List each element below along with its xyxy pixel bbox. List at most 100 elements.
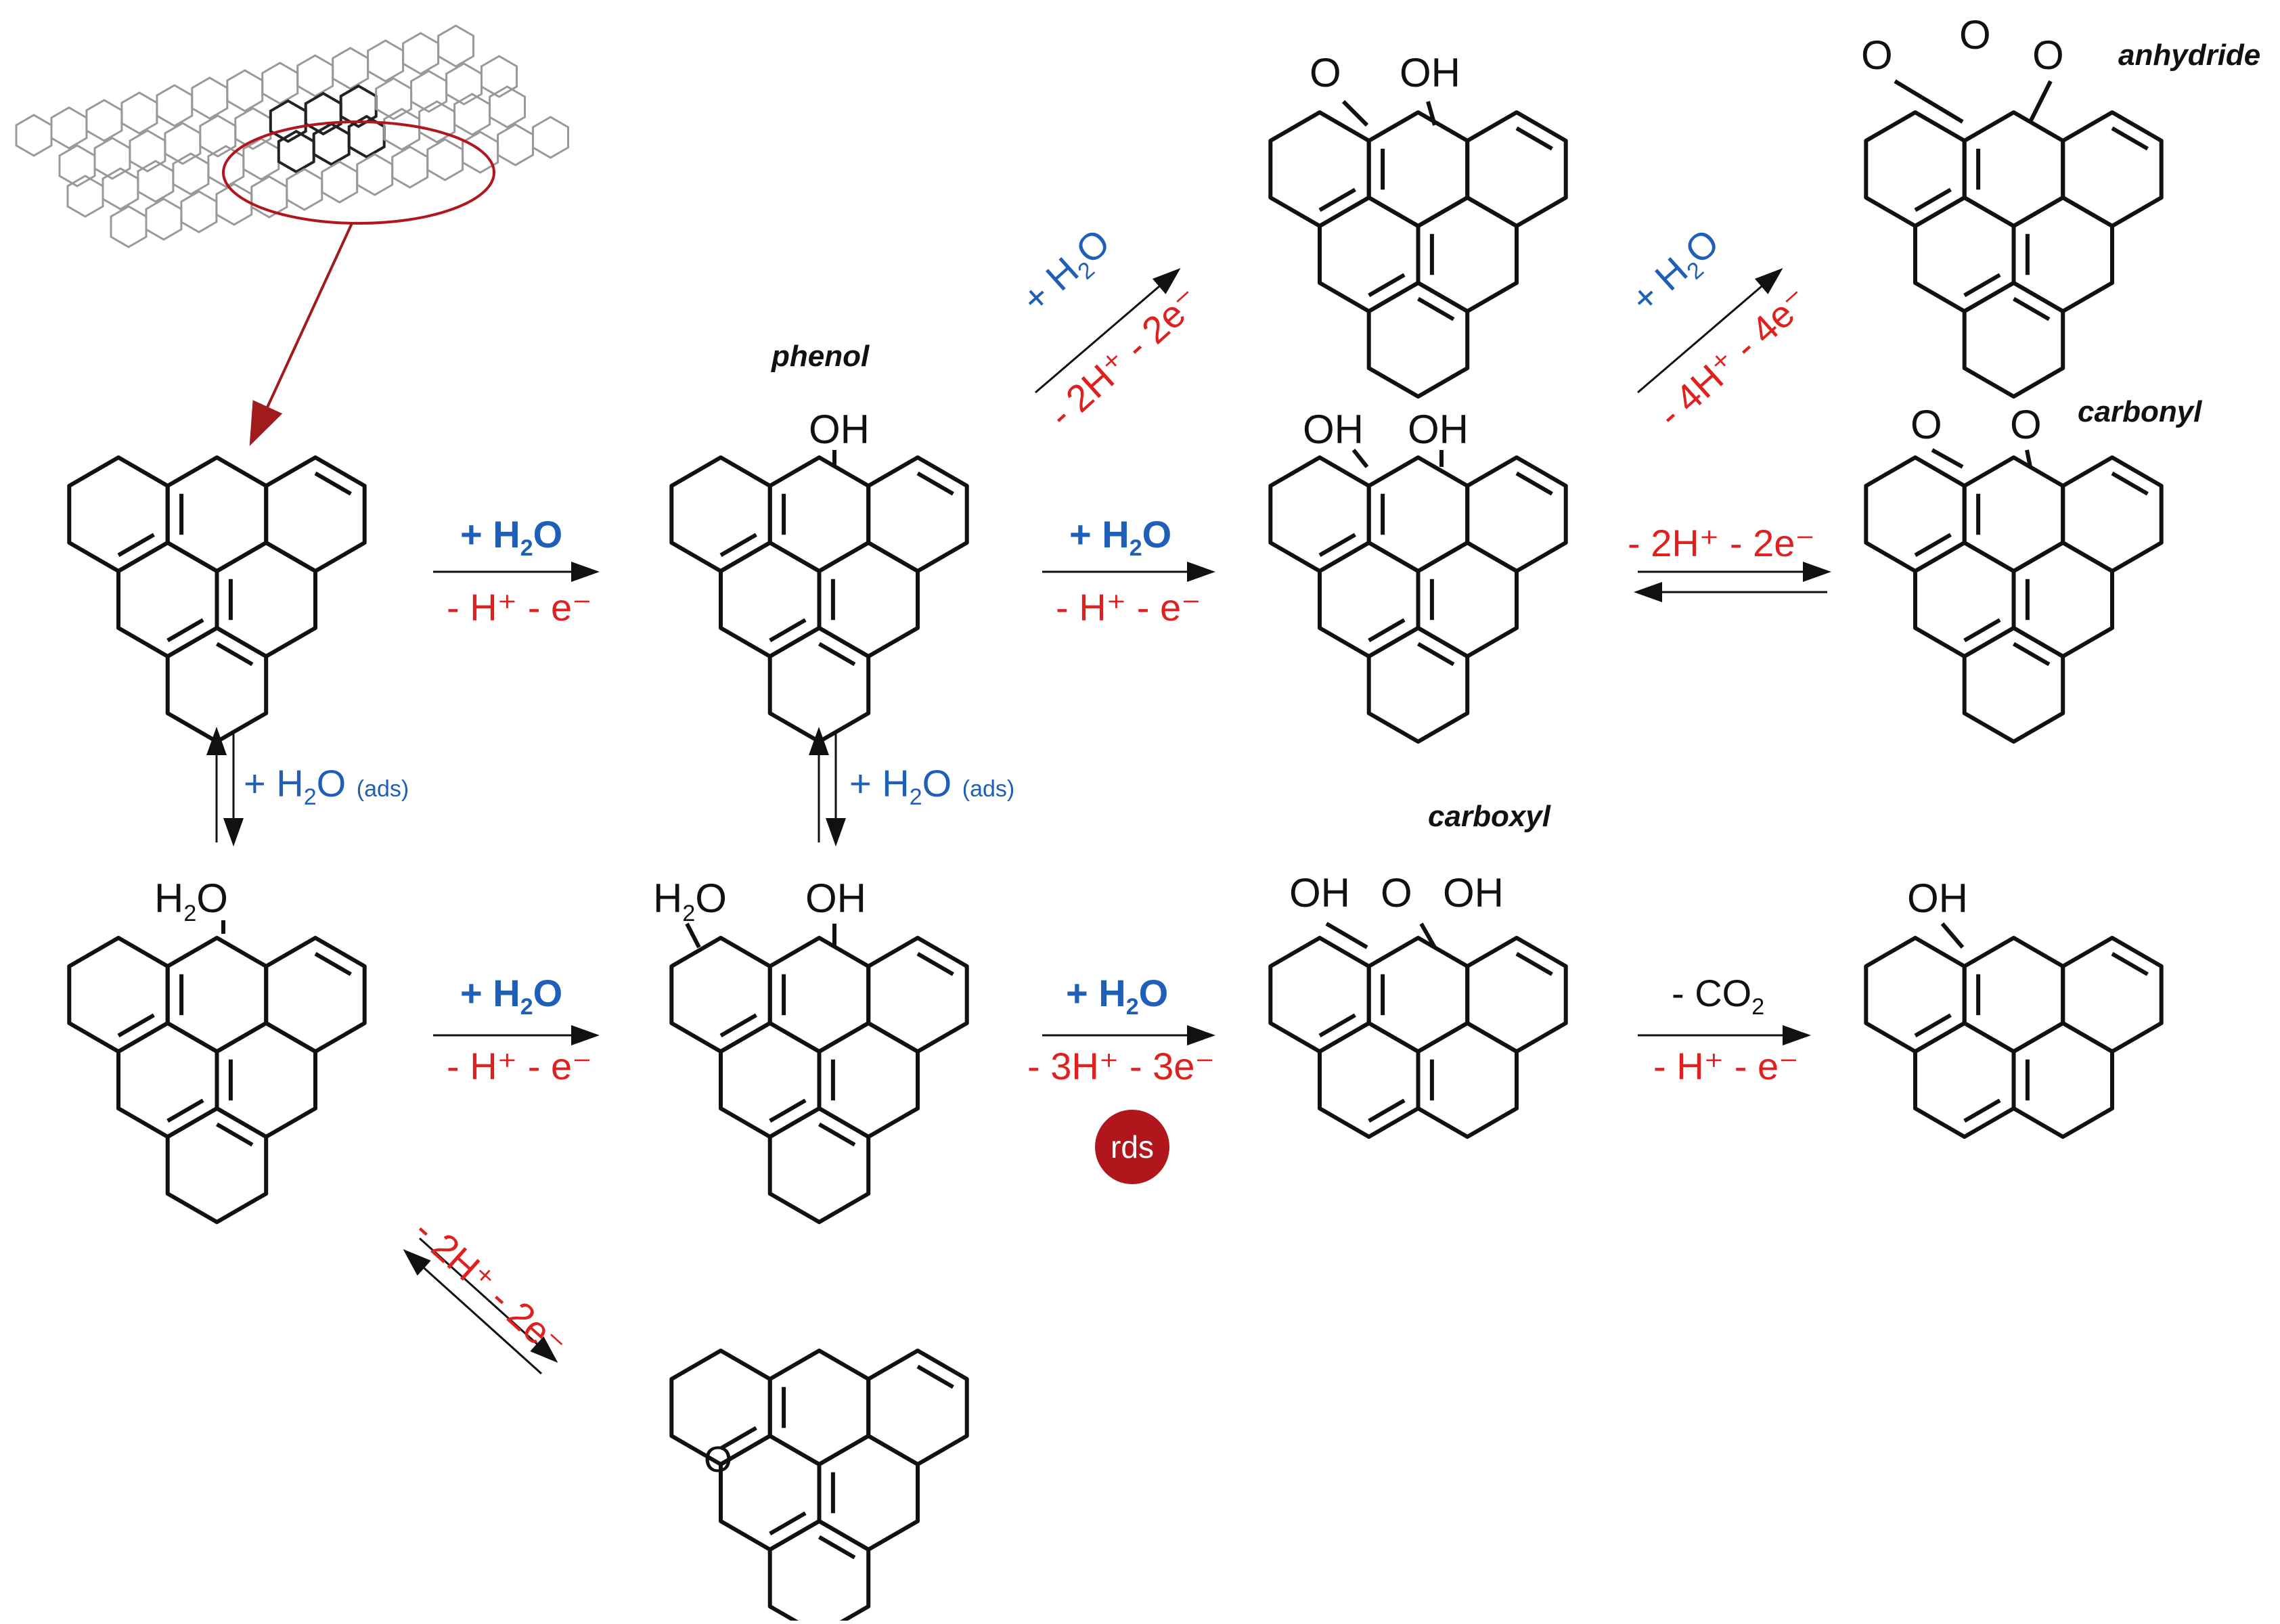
molecule-anhydride bbox=[1864, 110, 2164, 399]
molecule-graphene-fragment-double-bond-0 bbox=[117, 533, 155, 558]
graphene-sheet bbox=[15, 24, 569, 248]
rds-badge: rds bbox=[1095, 1110, 1169, 1184]
molecule-decarboxylated bbox=[1864, 936, 2164, 1139]
molecule-carbonyl-double-bond-5 bbox=[2012, 641, 2051, 667]
substituent-bond-10 bbox=[685, 922, 701, 949]
sheet-cell-3-11 bbox=[497, 123, 534, 166]
molecule-phenol-double-bond-0 bbox=[719, 533, 757, 558]
sheet-cell-3-5 bbox=[286, 168, 323, 211]
epoxide-o: O bbox=[704, 1439, 733, 1480]
molecule-graphene-fragment bbox=[67, 455, 367, 744]
phenol-label: phenol bbox=[772, 340, 870, 373]
molecule-carboxyl-ring-4 bbox=[1416, 1021, 1519, 1139]
step3-loss: - H⁺ - e⁻ bbox=[447, 1045, 592, 1087]
sheet-cell-3-6 bbox=[321, 160, 359, 204]
molecule-diol-ring-5 bbox=[1366, 626, 1470, 744]
molecule-carbonyl bbox=[1864, 455, 2164, 744]
molecule-adsorbed-double-bond-0 bbox=[117, 1013, 155, 1038]
anhydride-o-right: O bbox=[2032, 32, 2064, 78]
substituent-bond-8 bbox=[2028, 80, 2053, 123]
sheet-cell-3-8 bbox=[391, 145, 429, 189]
sheet-cell-0-0 bbox=[15, 114, 53, 157]
sheet-cell-0-2 bbox=[85, 99, 123, 142]
molecule-diol bbox=[1268, 455, 1568, 744]
molecule-carboxyl-double-bond-3 bbox=[1368, 1098, 1406, 1123]
molecule-adsorbed-double-bond-3 bbox=[166, 1098, 204, 1123]
molecule-carbonyl-double-bond-0 bbox=[1914, 533, 1952, 558]
carboxyl-label: carboxyl bbox=[1428, 800, 1550, 833]
molecule-hydroxy-adsorbed-double-bond-0 bbox=[719, 1013, 757, 1038]
molecule-phenol-double-bond-5 bbox=[818, 641, 856, 667]
zoom-arrow bbox=[249, 223, 353, 447]
anhydride-label: anhydride bbox=[2118, 39, 2261, 72]
sheet-cell-3-12 bbox=[532, 116, 569, 159]
sheet-cell-0-9 bbox=[332, 47, 370, 90]
hydroxy-oh: OH bbox=[805, 876, 866, 921]
molecule-adsorbed-ring-5 bbox=[165, 1106, 269, 1224]
molecule-diol-double-bond-2 bbox=[1515, 471, 1553, 496]
substituent-bond-5 bbox=[1341, 99, 1369, 127]
sheet-cell-0-4 bbox=[156, 84, 194, 127]
molecule-hydroxy-adsorbed-ring-5 bbox=[767, 1106, 871, 1224]
molecule-hydroxy-adsorbed-double-bond-2 bbox=[916, 951, 954, 976]
adsorbed-h2o: H2O bbox=[154, 876, 228, 926]
molecule-decarboxylated-ring-4 bbox=[2011, 1021, 2114, 1139]
molecule-quinol-double-bond-2 bbox=[1515, 126, 1553, 151]
step4-add-water: + H2O bbox=[1066, 972, 1169, 1020]
quinol-oh: OH bbox=[1400, 50, 1460, 95]
molecule-quinol-ring-5 bbox=[1366, 281, 1470, 399]
molecule-decarboxylated-double-bond-3 bbox=[1963, 1098, 2001, 1123]
molecule-adsorbed bbox=[67, 936, 367, 1224]
sheet-cell-3-7 bbox=[356, 153, 394, 196]
molecule-epoxide-ring-5 bbox=[767, 1519, 871, 1624]
substituent-bond-6 bbox=[1426, 101, 1437, 126]
ads-water-left: + H2O (ads) bbox=[244, 762, 409, 811]
carbonyl-o-right: O bbox=[2010, 402, 2042, 447]
sheet-cell-0-11 bbox=[402, 32, 440, 75]
molecule-graphene-fragment-double-bond-2 bbox=[314, 471, 352, 496]
carbonyl-loss: - 2H⁺ - 2e⁻ bbox=[1628, 522, 1815, 564]
arrow-epoxide-back bbox=[403, 1248, 543, 1375]
anhydride-o-bridge: O bbox=[1959, 12, 1991, 58]
sheet-cell-0-8 bbox=[296, 54, 334, 97]
carboxyl-o: O bbox=[1381, 870, 1412, 916]
sheet-cell-3-9 bbox=[426, 138, 464, 181]
molecule-quinol-double-bond-5 bbox=[1416, 296, 1455, 321]
molecule-anhydride-double-bond-5 bbox=[2012, 296, 2051, 321]
decarboxylation: - CO2 bbox=[1672, 972, 1765, 1020]
molecule-carboxyl bbox=[1268, 936, 1568, 1139]
molecule-epoxide-double-bond-5 bbox=[818, 1535, 856, 1560]
substituent-bond-3 bbox=[1931, 448, 1964, 469]
molecule-hydroxy-adsorbed-double-bond-3 bbox=[769, 1098, 807, 1123]
diol-oh-right: OH bbox=[1408, 407, 1469, 452]
molecule-epoxide-double-bond-0 bbox=[719, 1426, 757, 1451]
product-oh: OH bbox=[1907, 876, 1968, 921]
arrow-anhydride bbox=[1637, 268, 1783, 394]
substituent-bond-12 bbox=[1325, 922, 1368, 949]
molecule-phenol-double-bond-2 bbox=[916, 471, 954, 496]
step2-loss: - H⁺ - e⁻ bbox=[1056, 586, 1201, 629]
reaction-arrows bbox=[206, 268, 1831, 1375]
molecule-phenol-double-bond-3 bbox=[769, 618, 807, 643]
sheet-cell-0-6 bbox=[226, 69, 264, 112]
ads-water-right: + H2O (ads) bbox=[849, 762, 1015, 811]
molecule-carbonyl-double-bond-2 bbox=[2111, 471, 2149, 496]
highlight-ellipse bbox=[222, 120, 495, 225]
quinol-o: O bbox=[1310, 50, 1341, 95]
molecule-graphene-fragment-double-bond-5 bbox=[215, 641, 254, 667]
substituent-bond-13 bbox=[1419, 922, 1437, 949]
step1-loss: - H⁺ - e⁻ bbox=[447, 586, 592, 629]
molecule-diol-double-bond-5 bbox=[1416, 641, 1455, 667]
step2-add-water: + H2O bbox=[1069, 513, 1172, 562]
sheet-cell-0-7 bbox=[261, 62, 299, 105]
molecule-hydroxy-adsorbed bbox=[669, 936, 969, 1224]
molecule-carboxyl-double-bond-2 bbox=[1515, 951, 1553, 976]
arrow-epoxide-fwd bbox=[418, 1237, 558, 1363]
step3-add-water: + H2O bbox=[460, 972, 563, 1020]
sheet-cell-3-2 bbox=[180, 190, 218, 233]
molecule-quinol bbox=[1268, 110, 1568, 399]
molecule-epoxide-double-bond-3 bbox=[769, 1511, 807, 1536]
step1-add-water: + H2O bbox=[460, 513, 563, 562]
